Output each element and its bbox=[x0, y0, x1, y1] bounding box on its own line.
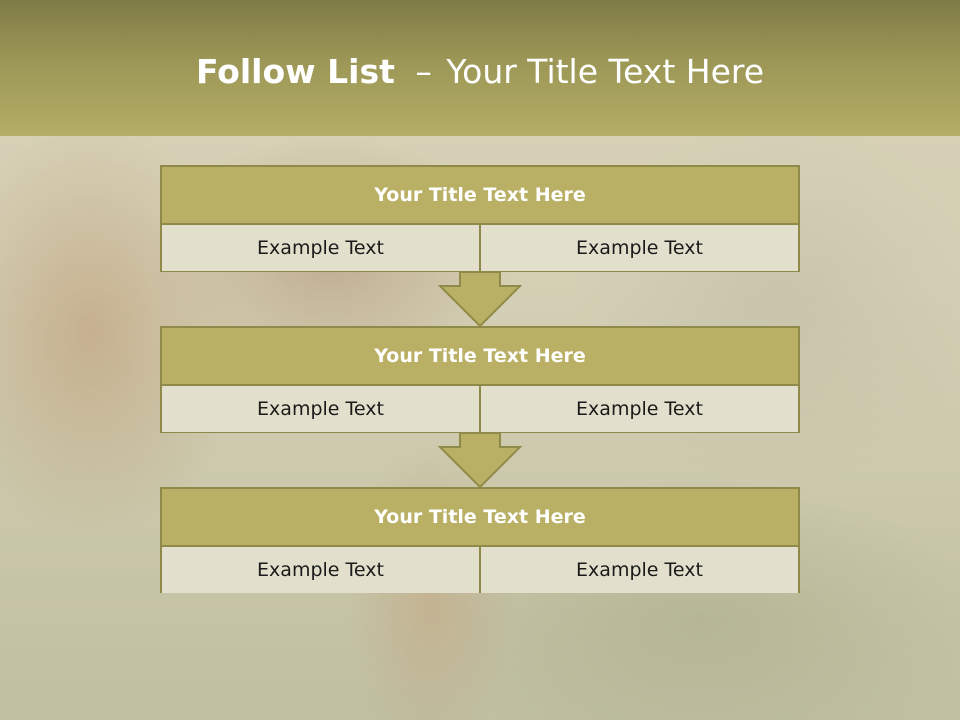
flow-box-left-text: Example Text bbox=[162, 386, 479, 432]
flow-box-3: Your Title Text Here Example Text Exampl… bbox=[160, 487, 800, 593]
flow-box-title: Your Title Text Here bbox=[162, 167, 798, 225]
header-band bbox=[0, 0, 960, 136]
flow-box-left-text: Example Text bbox=[162, 547, 479, 593]
slide-title: Follow List – Your Title Text Here bbox=[0, 52, 960, 91]
flow-box-title: Your Title Text Here bbox=[162, 328, 798, 386]
down-arrow-icon bbox=[438, 272, 522, 328]
down-arrow-icon bbox=[438, 433, 522, 489]
flow-box-right-text: Example Text bbox=[479, 386, 798, 432]
flow-box-left-text: Example Text bbox=[162, 225, 479, 271]
flow-box-2: Your Title Text Here Example Text Exampl… bbox=[160, 326, 800, 433]
flow-box-right-text: Example Text bbox=[479, 547, 798, 593]
flow-box-row: Example Text Example Text bbox=[162, 547, 798, 593]
flow-box-row: Example Text Example Text bbox=[162, 386, 798, 432]
slide-title-rest: Your Title Text Here bbox=[446, 52, 765, 91]
slide-title-bold: Follow List bbox=[195, 52, 395, 91]
flow-box-right-text: Example Text bbox=[479, 225, 798, 271]
flow-box-title: Your Title Text Here bbox=[162, 489, 798, 547]
flow-box-row: Example Text Example Text bbox=[162, 225, 798, 271]
flow-box-1: Your Title Text Here Example Text Exampl… bbox=[160, 165, 800, 272]
slide-title-separator: – bbox=[415, 52, 432, 91]
